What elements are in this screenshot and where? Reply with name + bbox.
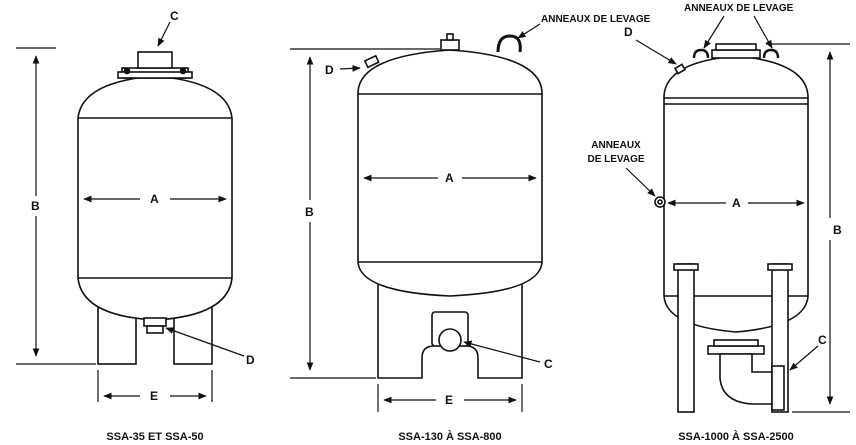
lifting-lugs-label: ANNEAUX DE LEVAGE bbox=[541, 14, 651, 25]
label-c: C bbox=[544, 357, 553, 371]
label-d: D bbox=[246, 353, 255, 367]
label-d: D bbox=[624, 25, 633, 39]
label-b: B bbox=[31, 199, 40, 213]
label-e: E bbox=[150, 389, 158, 403]
label-d: D bbox=[325, 63, 334, 77]
label-b: B bbox=[833, 223, 842, 237]
label-c: C bbox=[170, 9, 179, 23]
lifting-lug bbox=[496, 34, 522, 53]
tank-large bbox=[654, 43, 809, 413]
label-e: E bbox=[445, 393, 453, 407]
outlet-flange bbox=[771, 365, 785, 411]
left-leg bbox=[677, 263, 695, 413]
caption-large: SSA-1000 À SSA-2500 bbox=[678, 430, 794, 443]
label-c: C bbox=[818, 333, 827, 347]
bottom-flange bbox=[707, 345, 765, 355]
tank-small bbox=[77, 51, 233, 365]
top-connection bbox=[137, 51, 173, 69]
lifting-lugs-label-top: ANNEAUX DE LEVAGE bbox=[684, 3, 794, 14]
lifting-lugs-label-side-2: DE LEVAGE bbox=[587, 154, 644, 165]
label-b: B bbox=[305, 205, 314, 219]
label-a: A bbox=[732, 196, 741, 210]
lifting-lugs-label-side-1: ANNEAUX bbox=[591, 140, 641, 151]
label-a: A bbox=[150, 192, 159, 206]
outlet-elbow bbox=[719, 353, 773, 405]
tank-medium bbox=[357, 33, 543, 379]
label-a: A bbox=[445, 171, 454, 185]
outlet-fitting bbox=[438, 328, 462, 352]
caption-small: SSA-35 ET SSA-50 bbox=[106, 431, 203, 443]
top-fitting bbox=[440, 39, 460, 51]
caption-medium: SSA-130 À SSA-800 bbox=[398, 430, 501, 443]
top-flange bbox=[711, 49, 761, 59]
